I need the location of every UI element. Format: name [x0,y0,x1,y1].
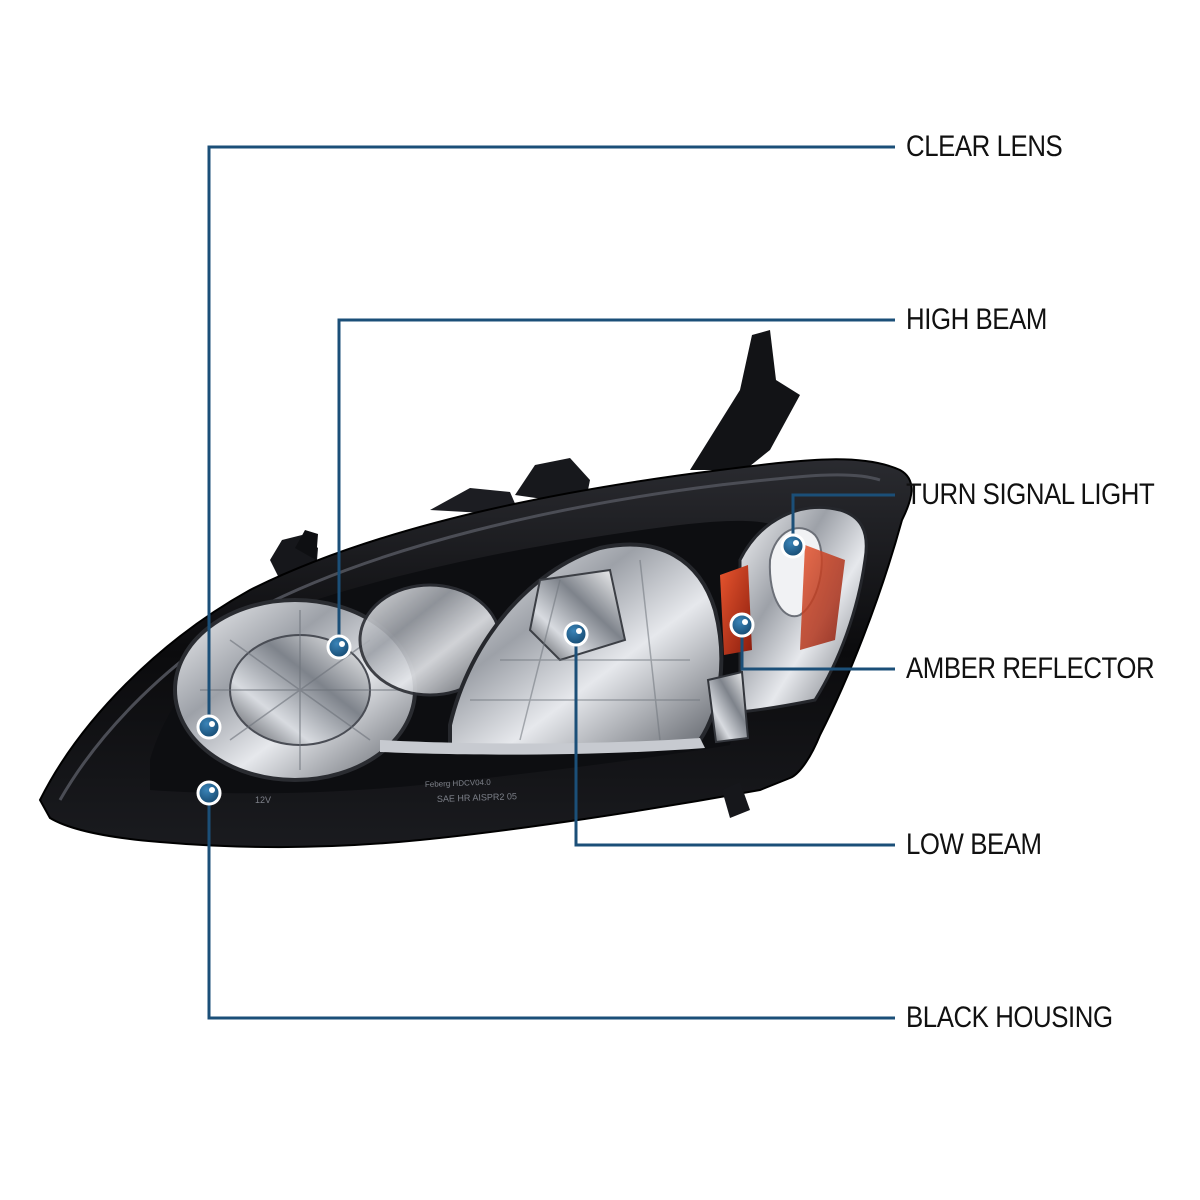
callout-line-high-beam [337,318,895,647]
low-beam-facets [470,559,700,741]
label-turn-signal-light: TURN SIGNAL LIGHT [906,478,1155,511]
chrome-trim-strip [380,738,705,755]
callout-dots [196,533,806,806]
lower-mount-tab [722,782,750,818]
callout-line-low-beam [574,634,895,847]
housing-brand-text: Feberg HDCV04.0 [425,778,492,789]
label-amber-reflector: AMBER REFLECTOR [906,652,1155,685]
headlight-assembly: Feberg HDCV04.0 SAE HR AISPR2 05 12V [38,330,913,848]
dot-clear-lens [196,714,222,740]
callout-line-clear-lens [207,145,895,727]
lens-edge-highlight [58,473,881,801]
label-high-beam: HIGH BEAM [906,303,1047,336]
dot-black-housing [196,780,222,806]
callout-line-amber-reflector [740,625,895,671]
label-low-beam: LOW BEAM [906,828,1042,861]
label-black-housing: BLACK HOUSING [906,1001,1113,1034]
dot-high-beam [326,634,352,660]
housing-cert-text: SAE HR AISPR2 05 [437,791,517,804]
high-beam-facets [200,610,400,770]
callout-lines [207,145,895,1020]
label-clear-lens: CLEAR LENS [906,130,1063,163]
side-marker-chrome [706,670,750,744]
dot-turn-signal-light [780,533,806,559]
low-beam-projector [528,568,627,662]
callout-line-turn-signal [791,493,895,546]
top-mounting-bracket [690,330,800,470]
callout-line-black-housing [207,793,895,1020]
dot-low-beam [563,621,589,647]
left-clip [295,530,318,560]
amber-reflector-panel [720,565,752,655]
amber-reflector-right [800,545,845,650]
dot-amber-reflector [729,612,755,638]
housing-voltage-text: 12V [255,795,271,805]
